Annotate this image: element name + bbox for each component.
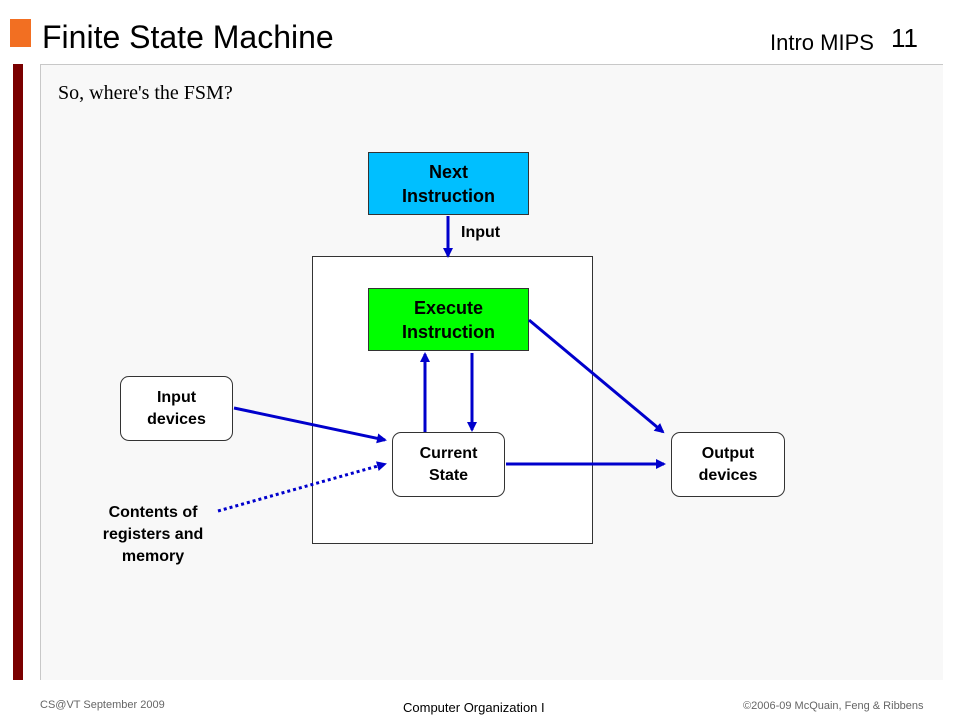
- input-devices-line-1: Input: [156, 388, 197, 406]
- output-devices-line-1: Output: [701, 444, 755, 462]
- current-state-line-1: Current: [419, 444, 478, 462]
- footer-center-text: Computer Organization I: [403, 700, 545, 715]
- title-accent-square: [10, 19, 31, 47]
- next-instruction-line-2: Instruction: [402, 185, 495, 206]
- arrow-execute-to-output: [528, 318, 665, 434]
- execute-instruction-box: Execute Instruction: [368, 288, 529, 351]
- slide-heading: So, where's the FSM?: [58, 82, 233, 104]
- footer-right-text: ©2006-09 McQuain, Feng & Ribbens: [743, 700, 924, 712]
- contents-label-line-3: memory: [121, 548, 185, 565]
- contents-label: Contents of registers and memory: [80, 502, 226, 568]
- page-number: 11: [891, 23, 918, 53]
- footer-left-text: CS@VT September 2009: [40, 699, 165, 711]
- slide-title: Finite State Machine: [42, 19, 334, 55]
- input-devices-line-2: devices: [147, 410, 206, 428]
- execute-instruction-line-2: Instruction: [402, 321, 495, 342]
- execute-instruction-line-1: Execute: [413, 297, 484, 318]
- output-devices-line-2: devices: [698, 466, 758, 484]
- current-state-box: Current State: [392, 432, 505, 497]
- course-label: Intro MIPS: [770, 30, 874, 55]
- next-instruction-line-1: Next: [428, 161, 468, 182]
- contents-label-line-1: Contents of: [108, 504, 198, 521]
- left-accent-bar: [13, 64, 23, 680]
- current-state-line-2: State: [428, 466, 469, 484]
- input-arrow-label: Input: [461, 224, 501, 241]
- arrow-input-to-current: [233, 406, 387, 444]
- output-devices-box: Output devices: [671, 432, 785, 497]
- next-instruction-box: Next Instruction: [368, 152, 529, 215]
- arrow-contents-to-current: [217, 461, 387, 513]
- input-devices-box: Input devices: [120, 376, 233, 441]
- contents-label-line-2: registers and: [102, 526, 204, 543]
